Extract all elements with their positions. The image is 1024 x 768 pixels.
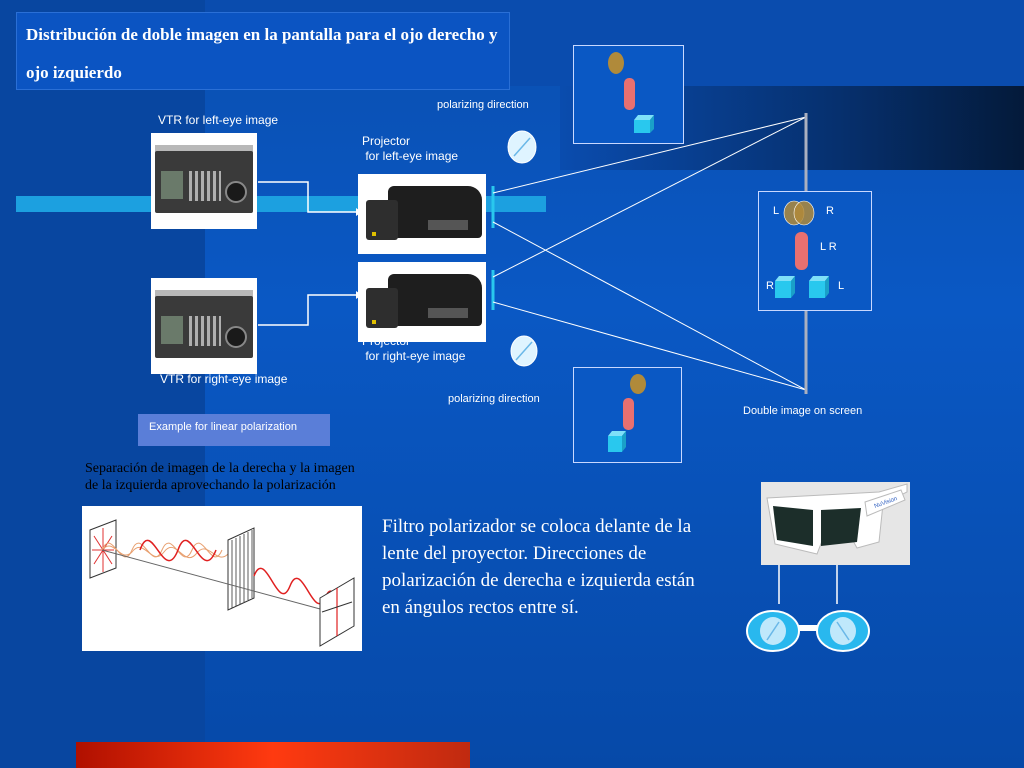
screen-label-l2: L bbox=[838, 280, 845, 292]
page-title: Distribución de doble imagen en la panta… bbox=[26, 25, 498, 82]
screen-label-lr: L R bbox=[820, 241, 837, 253]
vtr-left-image bbox=[151, 133, 257, 229]
polarizing-direction-top-label: polarizing direction bbox=[437, 99, 529, 111]
projector-left-label: Projector for left-eye image bbox=[362, 134, 459, 163]
projector-right-label: Projector for right-eye image bbox=[362, 334, 466, 363]
red-accent-bar bbox=[76, 742, 470, 768]
polarizer-disc-bottom-icon bbox=[510, 335, 538, 367]
right-eye-image-box bbox=[573, 367, 682, 463]
3d-glasses-icon: NuVision bbox=[766, 483, 908, 555]
polarizer-disc-top-icon bbox=[507, 130, 537, 164]
polarizing-direction-bottom-label: polarizing direction bbox=[448, 393, 540, 405]
double-image-box: L R L R R L bbox=[758, 191, 872, 311]
separation-note: Separación de imagen de la derecha y la … bbox=[85, 461, 355, 493]
projector-left-image bbox=[358, 174, 486, 254]
screen-label-l1: L bbox=[773, 205, 780, 217]
wave-diagram bbox=[89, 519, 355, 647]
object-set-icon bbox=[608, 374, 646, 452]
title-box bbox=[16, 12, 510, 90]
polarized-lenses-icon bbox=[746, 610, 870, 652]
vtr-right-label: VTR for right-eye image bbox=[160, 372, 288, 386]
projector-right-image bbox=[358, 262, 486, 342]
screen-label-r1: R bbox=[826, 205, 834, 217]
left-eye-image-box bbox=[573, 45, 684, 144]
polarization-wave-illustration bbox=[82, 506, 362, 651]
description-text: Filtro polarizador se coloca delante de … bbox=[382, 516, 695, 618]
example-linear-polarization: Example for linear polarization bbox=[138, 414, 330, 446]
screen-caption: Double image on screen bbox=[743, 405, 863, 417]
object-set-icon bbox=[608, 52, 654, 133]
screen-label-r2: R bbox=[766, 280, 774, 292]
3d-glasses-image: NuVision bbox=[761, 482, 910, 565]
vtr-right-image bbox=[151, 278, 257, 374]
vtr-left-label: VTR for left-eye image bbox=[158, 113, 279, 127]
double-image-objects bbox=[775, 200, 829, 298]
example-label: Example for linear polarization bbox=[149, 421, 297, 433]
